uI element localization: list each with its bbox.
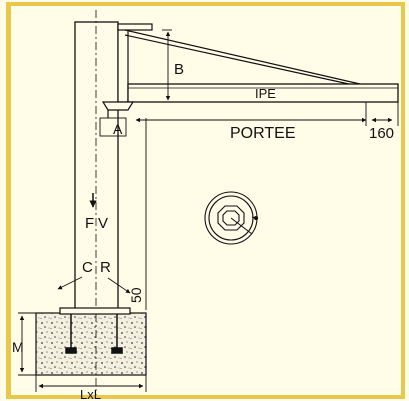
jib-arm-ipe xyxy=(127,83,399,103)
tie-rod xyxy=(124,29,361,87)
base-plate xyxy=(59,307,131,315)
dimension-lxl xyxy=(35,375,147,392)
label-r: R xyxy=(100,259,111,276)
slewing-bracket xyxy=(101,101,135,118)
mast-column xyxy=(74,10,119,395)
anchor-bolts xyxy=(65,313,123,354)
label-m: M xyxy=(12,339,24,355)
dimension-m xyxy=(18,312,36,376)
label-f: F xyxy=(85,215,94,232)
mast-top-view xyxy=(204,191,259,245)
label-ipe: IPE xyxy=(255,86,276,101)
label-v: V xyxy=(98,215,108,232)
frame-left-edge xyxy=(8,4,11,397)
label-50: 50 xyxy=(128,287,144,303)
concrete-foundation xyxy=(35,312,147,376)
label-c: C xyxy=(82,259,93,276)
dimension-b xyxy=(162,29,172,101)
dimension-a xyxy=(99,117,127,137)
label-160: 160 xyxy=(369,125,394,142)
dimension-portee xyxy=(135,102,399,126)
label-portee: PORTEE xyxy=(230,125,296,142)
moment-arrows xyxy=(57,276,131,294)
label-a: A xyxy=(113,121,123,137)
label-b: B xyxy=(174,61,184,78)
label-lxl: LxL xyxy=(80,387,101,401)
